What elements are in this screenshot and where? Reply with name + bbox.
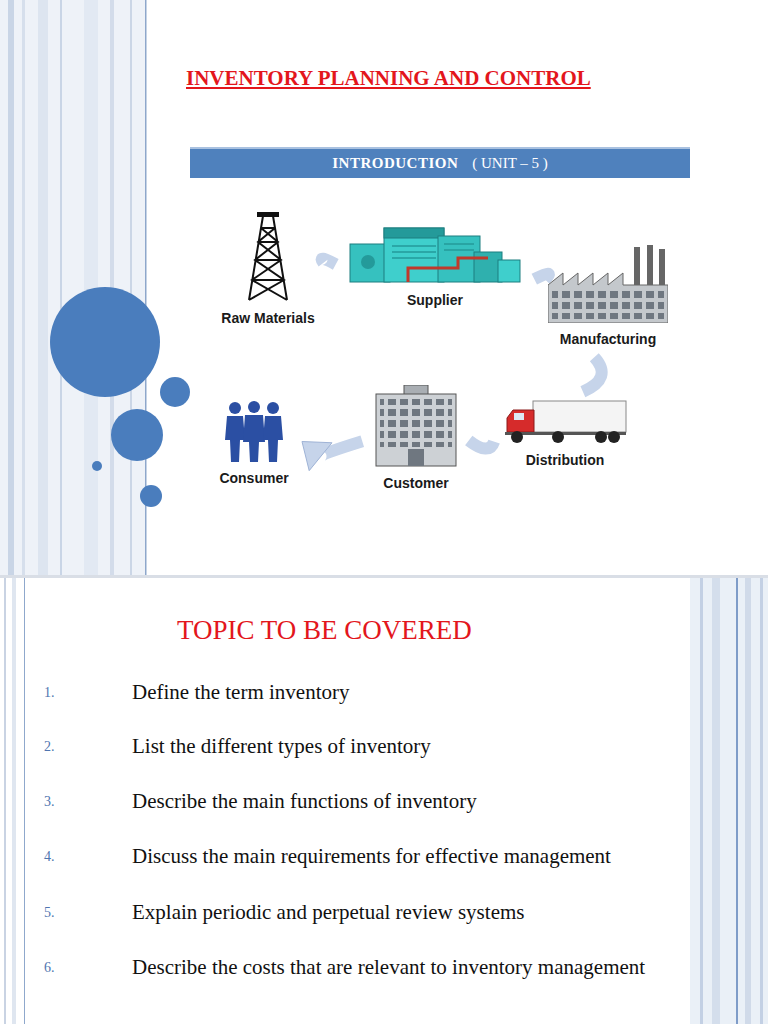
stage-label: Distribution [526,452,605,468]
supplier-machine-icon [348,222,523,284]
stripe [60,0,62,575]
band-text: INTRODUCTION [332,155,458,172]
stripe [8,0,14,575]
stripe [760,578,763,1024]
stripe-panel [690,578,768,1024]
deco-circle [140,485,162,507]
factory-icon [548,245,668,323]
stripe [22,0,25,575]
slide-gap [0,575,768,578]
stage-label: Consumer [219,470,288,486]
flow-arrow [534,274,549,280]
stripe [84,0,98,575]
stripe [38,0,48,575]
supply-chain-stage: Manufacturing [545,243,671,349]
list-number: 6. [44,960,55,976]
stripe-panel [0,0,145,575]
stripe [736,578,738,1024]
supply-chain-stage: Customer [372,383,460,493]
supply-chain-stage: Distribution [500,398,630,470]
list-number: 5. [44,905,55,921]
stripe [700,578,703,1024]
list-item: Discuss the main requirements for effect… [132,844,713,869]
title-band: INTRODUCTION ( UNIT – 5 ) [190,147,690,178]
list-number: 4. [44,849,55,865]
deco-circle [50,287,160,397]
truck-icon [503,400,628,444]
arrow-head [302,442,332,471]
band-text: ( UNIT – 5 ) [472,155,548,172]
flow-band [534,274,549,280]
stripe [24,578,25,1024]
stage-label: Customer [383,475,448,491]
consumers-icon [223,400,285,462]
stripe [745,578,751,1024]
flow-band [322,259,336,265]
list-item: Define the term inventory [132,680,713,705]
list-item: List the different types of inventory [132,734,713,759]
flow-arrow [302,441,362,470]
flow-arrow [469,440,494,448]
deco-circle [111,409,163,461]
list-number: 2. [44,739,55,755]
office-building-icon [374,385,458,467]
flow-band [469,440,494,448]
stage-label: Manufacturing [560,331,656,347]
slide-heading: TOPIC TO BE COVERED [177,615,472,646]
supply-chain-stage: Supplier [345,220,525,310]
oil-derrick-icon [243,212,293,302]
list-item: Describe the costs that are relevant to … [132,955,713,980]
deco-circle [160,377,190,407]
flow-arrow [583,357,602,392]
stripe [4,578,6,1024]
supply-chain-stage: Consumer [210,398,298,488]
stripe [130,0,132,575]
supply-chain-stage: Raw Materials [213,210,323,328]
stage-label: Raw Materials [221,310,314,326]
stage-label: Supplier [407,292,463,308]
deco-circle [92,461,102,471]
list-item: Explain periodic and perpetual review sy… [132,900,713,925]
list-item: Describe the main functions of inventory [132,789,713,814]
list-number: 3. [44,794,55,810]
slide-title: INVENTORY PLANNING AND CONTROL [186,66,591,91]
flow-arrow [322,259,336,265]
stripe [712,578,720,1024]
flow-band [583,357,602,392]
stripe [12,578,16,1024]
list-number: 1. [44,685,55,701]
